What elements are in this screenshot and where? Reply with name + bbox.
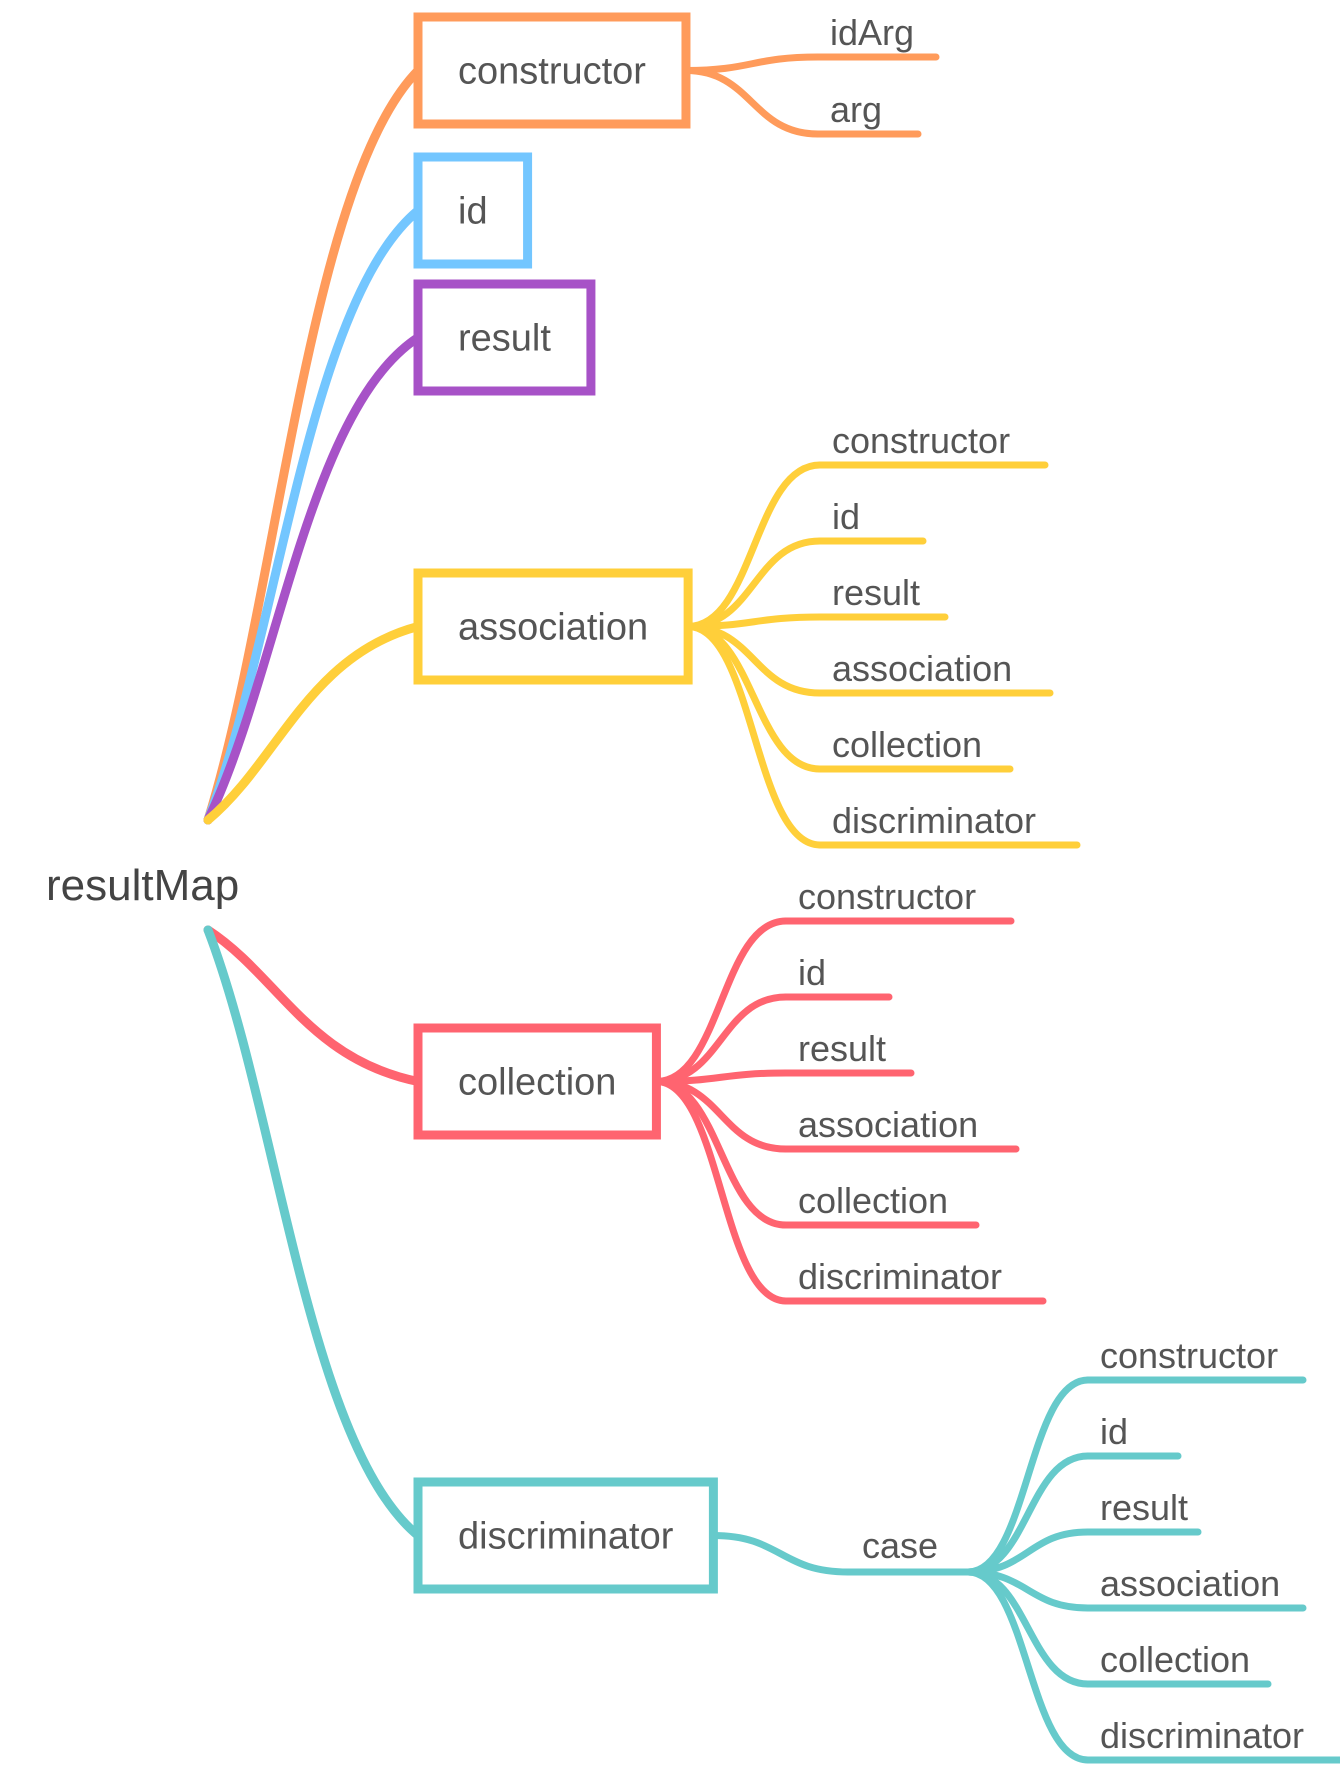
root-to-result-connector: [203, 333, 423, 825]
case-child-constructor-connector: [964, 1376, 1092, 1576]
association-child-discriminator-connector: [684, 623, 824, 849]
collection-child-association[interactable]: association: [798, 1104, 978, 1145]
constructor-child-idarg[interactable]: idArg: [830, 12, 914, 53]
association-child-result[interactable]: result: [832, 572, 920, 613]
root-topic-resultmap[interactable]: resultMap: [46, 861, 239, 910]
collection-child-id[interactable]: id: [798, 952, 826, 993]
discriminator-to-case-connector: [709, 1532, 852, 1576]
association-child-association[interactable]: association: [832, 648, 1012, 689]
branch-topic-discriminator-label[interactable]: discriminator: [458, 1516, 674, 1558]
case-child-association[interactable]: association: [1100, 1563, 1280, 1604]
root-to-id-connector: [203, 206, 423, 825]
association-child-discriminator[interactable]: discriminator: [832, 800, 1036, 841]
topic-nodes: constructor idArg arg id result association co…: [413, 12, 1304, 1756]
case-child-discriminator-connector: [964, 1568, 1092, 1764]
constructor-child-arg-connector: [682, 67, 822, 138]
root-to-discriminator-connector: [203, 925, 423, 1540]
collection-child-discriminator[interactable]: discriminator: [798, 1256, 1002, 1297]
constructor-child-idarg-connector: [682, 53, 822, 74]
case-child-discriminator[interactable]: discriminator: [1100, 1715, 1304, 1756]
root-to-association-connector: [203, 622, 423, 825]
branch-topic-id-label[interactable]: id: [458, 191, 488, 233]
branch-topic-association-label[interactable]: association: [458, 607, 648, 649]
branch-topic-result-box[interactable]: [413, 279, 596, 396]
root-to-constructor-connector: [203, 66, 423, 825]
case-child-result[interactable]: result: [1100, 1487, 1188, 1528]
constructor-child-arg[interactable]: arg: [830, 89, 882, 130]
branch-topic-id-box[interactable]: [413, 152, 533, 269]
collection-child-discriminator-connector: [652, 1078, 790, 1305]
association-child-collection[interactable]: collection: [832, 724, 982, 765]
association-child-id[interactable]: id: [832, 496, 860, 537]
root-to-collection-connector: [203, 925, 423, 1086]
collection-child-collection-connector: [652, 1078, 790, 1229]
collection-child-constructor[interactable]: constructor: [798, 876, 976, 917]
case-child-constructor[interactable]: constructor: [1100, 1335, 1278, 1376]
branch-topic-collection-box[interactable]: [413, 1023, 661, 1140]
branch-topic-result-label[interactable]: result: [458, 318, 551, 360]
connector-lines: [203, 53, 1340, 1764]
case-topic[interactable]: case: [862, 1525, 938, 1566]
association-child-constructor[interactable]: constructor: [832, 420, 1010, 461]
branch-topic-collection-label[interactable]: collection: [458, 1062, 616, 1104]
case-child-collection[interactable]: collection: [1100, 1639, 1250, 1680]
branch-topic-constructor-box[interactable]: [413, 12, 691, 129]
collection-child-collection[interactable]: collection: [798, 1180, 948, 1221]
branch-topic-association-box[interactable]: [413, 568, 693, 685]
branch-topic-constructor-label[interactable]: constructor: [458, 51, 646, 93]
collection-child-result[interactable]: result: [798, 1028, 886, 1069]
case-child-id[interactable]: id: [1100, 1411, 1128, 1452]
branch-topic-discriminator-box[interactable]: [413, 1477, 718, 1594]
